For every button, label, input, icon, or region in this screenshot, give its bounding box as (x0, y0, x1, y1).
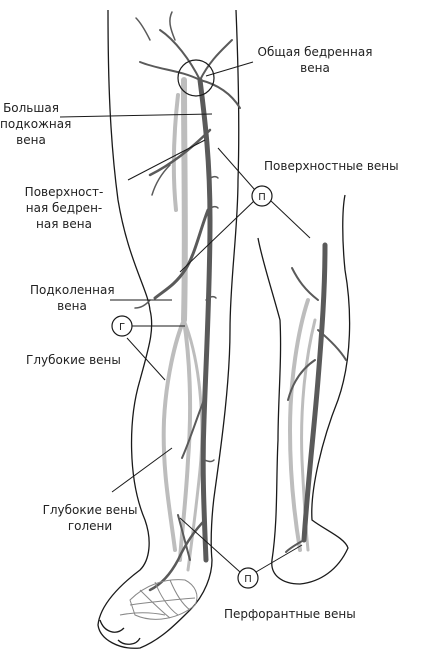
label-deep-leg-veins: Глубокие вены голени (42, 503, 138, 533)
superficial-veins-right (285, 242, 347, 553)
label-popliteal-vein: Подколенная вена (30, 283, 115, 313)
deep-vein-badge: Г (111, 315, 133, 337)
femoral-junction-circle (177, 59, 215, 97)
badge-g-text: Г (119, 322, 125, 333)
perforator-badge-bottom: П (237, 567, 259, 589)
badge-p-top-text: П (258, 192, 266, 203)
left-leg-outline (97, 9, 240, 649)
superficial-veins-left (134, 11, 241, 592)
label-great-saphenous-vein: Большая подкожная вена (0, 101, 72, 147)
leader-lines (59, 61, 311, 573)
right-leg-outline (257, 194, 351, 585)
label-deep-veins: Глубокие вены (26, 353, 121, 367)
badge-p-bottom-text: П (244, 574, 252, 585)
label-perforator-veins: Перфорантные вены (224, 607, 356, 621)
label-superficial-veins: Поверхностные вены (264, 159, 399, 173)
label-superficial-femoral-vein: Поверхност- ная бедрен- ная вена (24, 185, 104, 231)
perforator-badge-top: П (251, 185, 273, 207)
deep-veins-left (161, 77, 204, 572)
foot-venous-network (119, 579, 198, 620)
label-common-femoral-vein: Общая бедренная вена (257, 45, 373, 75)
